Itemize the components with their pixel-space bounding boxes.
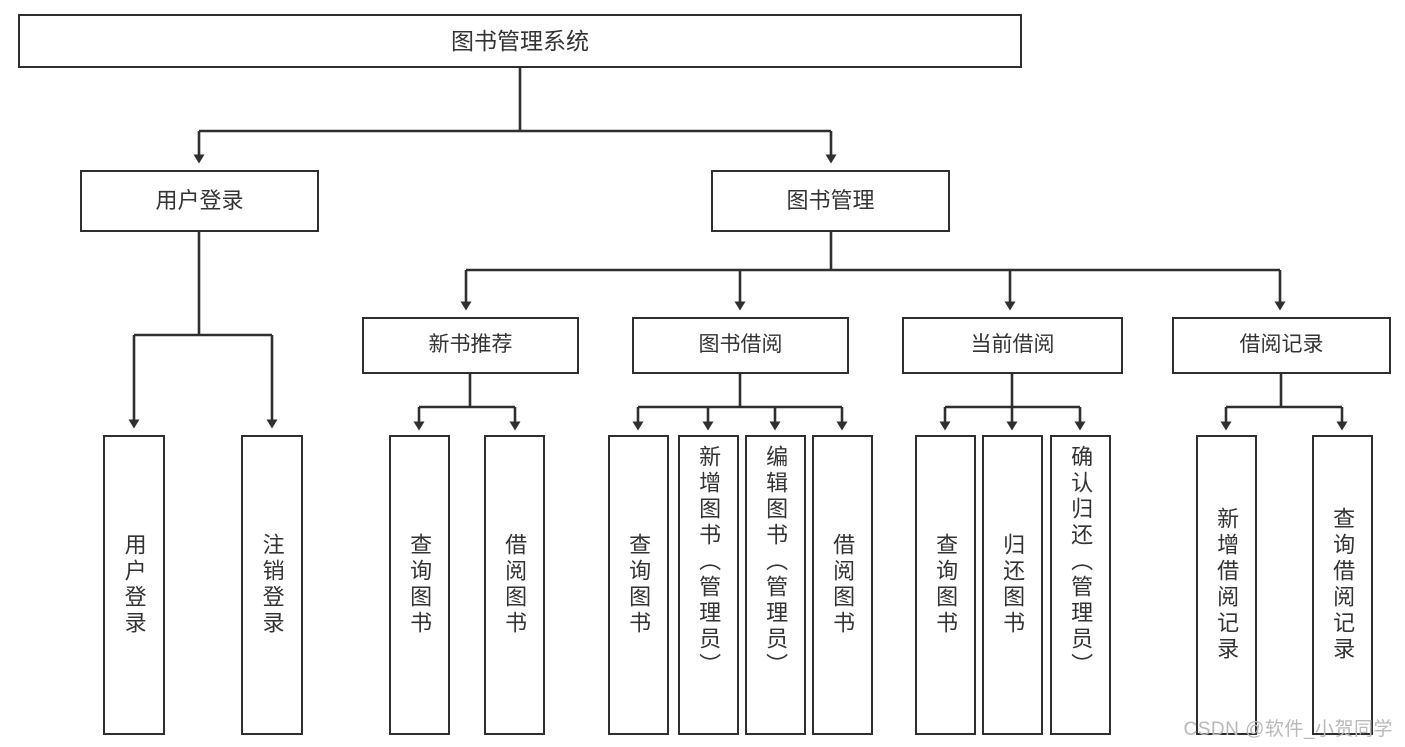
leaf-query-book-recommend[interactable]: 查询图书	[389, 435, 450, 735]
node-label: 新增借阅记录	[1214, 507, 1240, 663]
node-label: 确认归还（管理员）	[1068, 445, 1094, 679]
node-label: 编辑图书（管理员）	[763, 445, 789, 679]
node-label: 借阅记录	[1239, 333, 1324, 357]
leaf-confirm-return-admin[interactable]: 确认归还（管理员）	[1050, 435, 1111, 735]
node-root-library-system[interactable]: 图书管理系统	[18, 14, 1022, 68]
node-label: 新书推荐	[428, 333, 513, 357]
leaf-logout[interactable]: 注销登录	[241, 435, 303, 735]
leaf-user-login[interactable]: 用户登录	[103, 435, 165, 735]
leaf-borrow-book[interactable]: 借阅图书	[812, 435, 873, 735]
node-borrow-record[interactable]: 借阅记录	[1172, 317, 1391, 374]
node-current-borrow[interactable]: 当前借阅	[902, 317, 1123, 374]
node-user-login[interactable]: 用户登录	[80, 170, 319, 232]
leaf-edit-book-admin[interactable]: 编辑图书（管理员）	[745, 435, 806, 735]
node-label: 图书借阅	[698, 333, 783, 357]
csdn-watermark: CSDN @软件_小贺同学	[1183, 719, 1393, 740]
node-label: 新增图书（管理员）	[696, 445, 722, 679]
node-label: 当前借阅	[970, 333, 1055, 357]
node-label: 查询图书	[407, 533, 433, 637]
node-label: 图书管理	[786, 188, 875, 214]
node-label: 查询图书	[933, 533, 959, 637]
node-new-book-recommend[interactable]: 新书推荐	[362, 317, 579, 374]
node-book-management[interactable]: 图书管理	[711, 170, 950, 232]
node-label: 用户登录	[121, 533, 147, 637]
node-label: 注销登录	[259, 533, 285, 637]
leaf-query-borrow-record[interactable]: 查询借阅记录	[1312, 435, 1373, 735]
leaf-add-borrow-record[interactable]: 新增借阅记录	[1196, 435, 1257, 735]
leaf-query-book-current[interactable]: 查询图书	[915, 435, 976, 735]
leaf-return-book[interactable]: 归还图书	[982, 435, 1043, 735]
node-book-borrow[interactable]: 图书借阅	[632, 317, 849, 374]
node-label: 用户登录	[155, 188, 244, 214]
node-label: 查询图书	[626, 533, 652, 637]
node-label: 借阅图书	[830, 533, 856, 637]
leaf-add-book-admin[interactable]: 新增图书（管理员）	[678, 435, 739, 735]
node-label: 图书管理系统	[451, 27, 589, 54]
leaf-borrow-book-recommend[interactable]: 借阅图书	[484, 435, 545, 735]
leaf-query-book-borrow[interactable]: 查询图书	[608, 435, 669, 735]
node-label: 归还图书	[1000, 533, 1026, 637]
node-label: 借阅图书	[502, 533, 528, 637]
node-label: 查询借阅记录	[1330, 507, 1356, 663]
